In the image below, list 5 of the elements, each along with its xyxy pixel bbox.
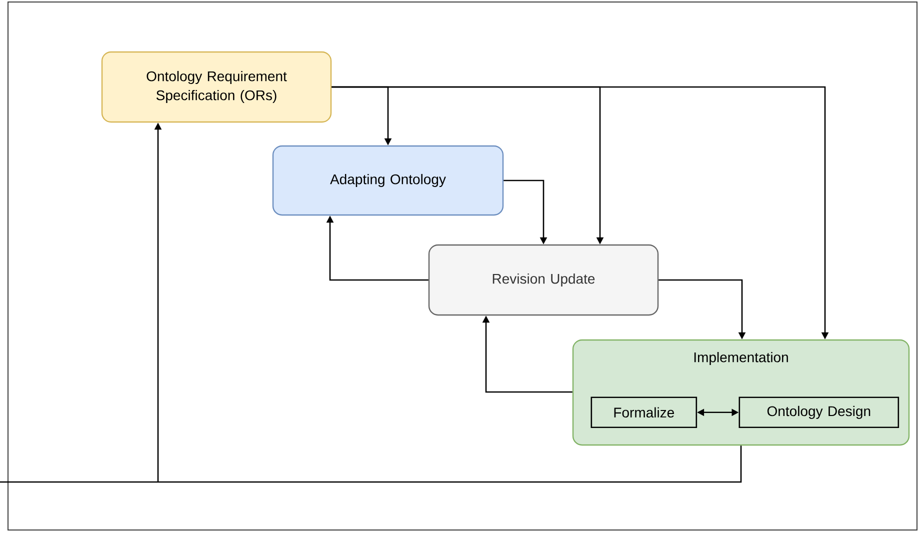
process-box: Ontology Requirement Specification (ORs) xyxy=(101,51,332,123)
process-box: Formalize xyxy=(590,396,698,428)
process-box: Adapting Ontology xyxy=(272,145,504,216)
process-box: Ontology Design xyxy=(738,396,900,428)
process-box: Revision Update xyxy=(428,244,659,316)
